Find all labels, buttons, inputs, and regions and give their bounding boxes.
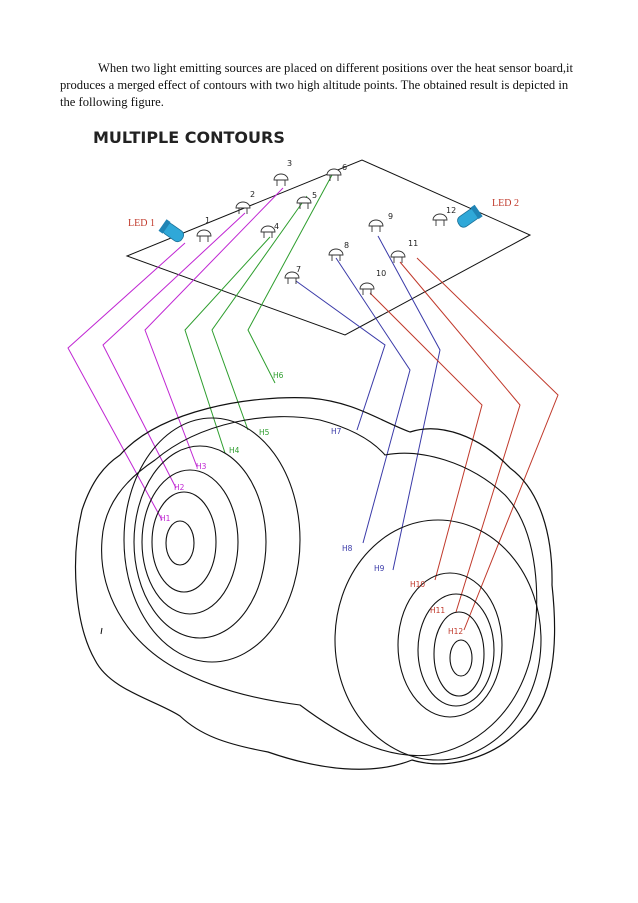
edge-mark bbox=[100, 627, 103, 635]
outer-boundary bbox=[74, 397, 556, 770]
magenta-wires bbox=[67, 187, 284, 521]
left-contour-ring-5 bbox=[165, 520, 195, 566]
merged-contour bbox=[101, 416, 538, 757]
contour-label-h7: H7 bbox=[331, 427, 342, 436]
sensor-number-12: 12 bbox=[446, 206, 456, 215]
sensor-number-3: 3 bbox=[287, 159, 292, 168]
contour-label-h2: H2 bbox=[174, 483, 185, 492]
contour-label-h5: H5 bbox=[259, 428, 270, 437]
right-contours bbox=[334, 519, 542, 761]
right-contour-ring-3 bbox=[417, 593, 495, 707]
sensor-1 bbox=[196, 229, 212, 242]
contour-label-h6: H6 bbox=[273, 371, 284, 380]
sensor-10 bbox=[359, 282, 375, 295]
left-contour-ring-2 bbox=[133, 445, 267, 639]
led-2-label: LED 2 bbox=[492, 198, 519, 209]
figure-title: MULTIPLE CONTOURS bbox=[93, 128, 285, 147]
right-contour-ring-4 bbox=[433, 611, 485, 697]
contour-labels: H1 H2 H3 H4 H5 H6 H7 H8 H9 H10 H11 H12 bbox=[160, 371, 463, 636]
sensor-12 bbox=[432, 213, 448, 226]
left-contours bbox=[123, 417, 301, 663]
contour-label-h9: H9 bbox=[374, 564, 385, 573]
sensor-number-1: 1 bbox=[205, 216, 210, 225]
sensor-number-5: 5 bbox=[312, 191, 317, 200]
left-contour-ring-4 bbox=[151, 491, 217, 593]
blue-wires bbox=[295, 235, 441, 571]
sensor-number-10: 10 bbox=[376, 269, 386, 278]
sensor-7 bbox=[284, 271, 300, 284]
sensor-number-2: 2 bbox=[250, 190, 255, 199]
contour-label-h1: H1 bbox=[160, 514, 171, 523]
right-contour-ring-2 bbox=[397, 572, 503, 718]
sensor-8 bbox=[328, 248, 344, 261]
led-1-label: LED 1 bbox=[128, 218, 155, 229]
contour-label-h10: H10 bbox=[410, 580, 425, 589]
contour-label-h3: H3 bbox=[196, 462, 207, 471]
right-contour-ring-5 bbox=[449, 639, 473, 677]
sensors bbox=[196, 168, 448, 295]
led-2: LED 2 bbox=[457, 198, 519, 228]
green-wires bbox=[184, 174, 333, 454]
sensor-number-7: 7 bbox=[296, 265, 301, 274]
intro-paragraph: When two light emitting sources are plac… bbox=[60, 61, 574, 109]
red-wires bbox=[369, 257, 559, 631]
led-1: LED 1 bbox=[128, 218, 185, 243]
right-contour-ring-1 bbox=[334, 519, 542, 761]
contour-label-h8: H8 bbox=[342, 544, 353, 553]
sensor-2 bbox=[235, 201, 251, 214]
sensor-board bbox=[125, 159, 532, 336]
sensor-3 bbox=[273, 173, 289, 186]
sensor-number-9: 9 bbox=[388, 212, 393, 221]
contour-label-h4: H4 bbox=[229, 446, 240, 455]
left-contour-ring-3 bbox=[141, 469, 239, 615]
sensor-4 bbox=[260, 225, 276, 238]
contour-label-h11: H11 bbox=[430, 606, 445, 615]
sensor-9 bbox=[368, 219, 384, 232]
left-contour-ring-1 bbox=[123, 417, 301, 663]
sensor-numbers: 1 2 3 4 5 6 7 8 9 10 11 12 bbox=[205, 159, 456, 278]
sensor-11 bbox=[390, 250, 406, 263]
sensor-number-8: 8 bbox=[344, 241, 349, 250]
sensor-number-4: 4 bbox=[274, 222, 279, 231]
sensor-number-6: 6 bbox=[342, 163, 347, 172]
sensor-5 bbox=[296, 196, 312, 209]
sensor-6 bbox=[326, 168, 342, 181]
contour-label-h12: H12 bbox=[448, 627, 463, 636]
sensor-number-11: 11 bbox=[408, 239, 418, 248]
